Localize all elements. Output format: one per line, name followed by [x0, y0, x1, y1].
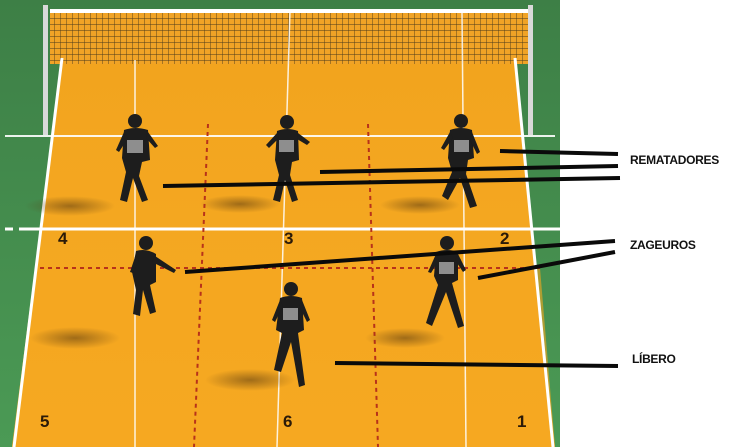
position-number-3: 3: [284, 229, 293, 249]
player-shadow: [205, 369, 295, 391]
label-rematadores: REMATADORES: [630, 153, 719, 167]
net-post-left: [43, 5, 48, 135]
player-shadow: [25, 196, 115, 216]
net-top-band: [50, 9, 528, 13]
position-number-5: 5: [40, 412, 49, 432]
label-zagueiros: ZAGEUROS: [630, 238, 696, 252]
position-number-2: 2: [500, 229, 509, 249]
player-shadow: [365, 328, 445, 348]
position-number-6: 6: [283, 412, 292, 432]
net-post-right: [528, 5, 533, 135]
right-white-area: [560, 0, 738, 447]
player-shadow: [200, 195, 280, 213]
player-shadow: [30, 327, 120, 349]
position-number-4: 4: [58, 229, 67, 249]
label-libero: LÍBERO: [632, 352, 676, 366]
position-number-1: 1: [517, 412, 526, 432]
